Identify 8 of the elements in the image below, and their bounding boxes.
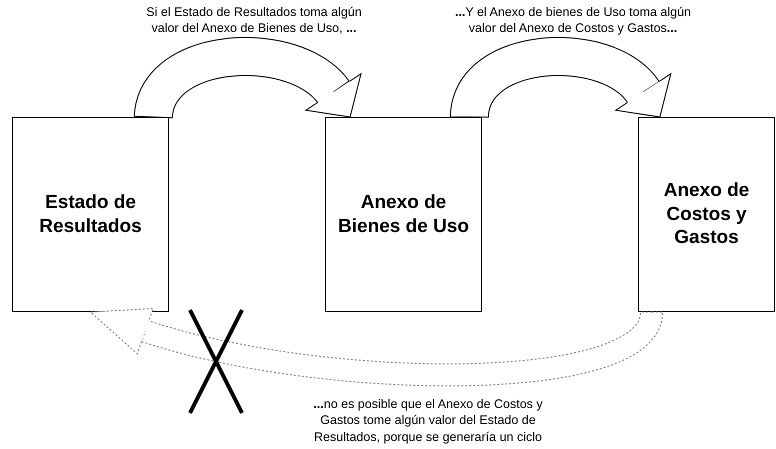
curved-block-arrow	[90, 308, 664, 386]
curved-block-arrow	[450, 37, 672, 118]
document-box	[325, 117, 482, 312]
document-box	[638, 117, 775, 312]
box-title: Anexo de Bienes de Uso	[337, 190, 470, 238]
box-title: Estado de Resultados	[38, 190, 143, 238]
curved-block-arrow	[134, 37, 362, 118]
box-title: Anexo de Costos y Gastos	[662, 178, 750, 250]
